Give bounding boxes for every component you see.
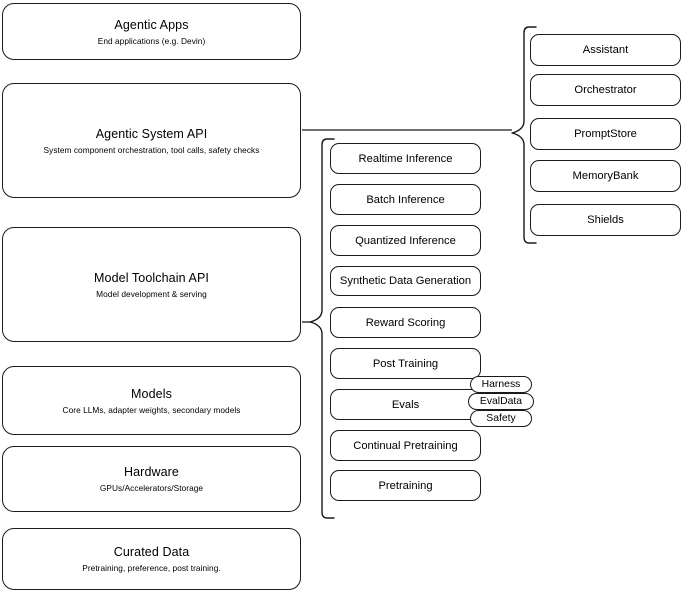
toolchain-item-label: Post Training (372, 357, 439, 370)
eval-pill-evaldata[interactable]: EvalData (468, 393, 534, 410)
eval-pill-label: Safety (486, 413, 516, 424)
toolchain-item-pretraining[interactable]: Pretraining (330, 470, 481, 501)
stack-layer-models[interactable]: Models Core LLMs, adapter weights, secon… (2, 366, 301, 435)
stack-layer-model-toolchain-api[interactable]: Model Toolchain API Model development & … (2, 227, 301, 342)
stack-layer-subtitle: Core LLMs, adapter weights, secondary mo… (62, 404, 241, 415)
stack-layer-subtitle: GPUs/Accelerators/Storage (99, 483, 204, 493)
stack-layer-curated-data[interactable]: Curated Data Pretraining, preference, po… (2, 528, 301, 590)
eval-pill-safety[interactable]: Safety (470, 410, 532, 427)
toolchain-item-label: Synthetic Data Generation (339, 275, 472, 287)
system-component-label: Shields (587, 214, 624, 226)
stack-layer-subtitle: End applications (e.g. Devin) (97, 35, 206, 46)
stack-layer-title: Agentic System API (95, 126, 208, 141)
system-component-label: Assistant (582, 44, 629, 56)
system-component-label: Orchestrator (574, 84, 637, 96)
system-component-label: PromptStore (574, 128, 637, 140)
toolchain-item-synthetic-data-generation[interactable]: Synthetic Data Generation (330, 266, 481, 296)
stack-layer-subtitle: Pretraining, preference, post training. (82, 563, 221, 573)
eval-pill-harness[interactable]: Harness (470, 376, 532, 393)
stack-layer-subtitle: System component orchestration, tool cal… (43, 144, 260, 155)
toolchain-item-label: Reward Scoring (365, 316, 446, 329)
stack-layer-title: Curated Data (113, 545, 190, 559)
toolchain-item-label: Quantized Inference (355, 234, 456, 247)
eval-pill-label: Harness (481, 379, 521, 390)
stack-layer-agentic-apps[interactable]: Agentic Apps End applications (e.g. Devi… (2, 3, 301, 60)
toolchain-item-batch-inference[interactable]: Batch Inference (330, 184, 481, 215)
stack-layer-title: Agentic Apps (114, 17, 189, 32)
stack-layer-hardware[interactable]: Hardware GPUs/Accelerators/Storage (2, 446, 301, 512)
stack-layer-title: Model Toolchain API (94, 270, 209, 285)
toolchain-item-post-training[interactable]: Post Training (330, 348, 481, 379)
toolchain-item-label: Pretraining (378, 479, 433, 492)
toolchain-item-label: Realtime Inference (358, 152, 453, 165)
toolchain-item-continual-pretraining[interactable]: Continual Pretraining (330, 430, 481, 461)
toolchain-item-reward-scoring[interactable]: Reward Scoring (330, 307, 481, 338)
system-component-promptstore[interactable]: PromptStore (530, 118, 681, 150)
toolchain-item-label: Continual Pretraining (353, 439, 458, 452)
system-component-memorybank[interactable]: MemoryBank (530, 160, 681, 192)
stack-layer-title: Hardware (124, 465, 179, 479)
stack-layer-title: Models (131, 386, 172, 401)
toolchain-item-realtime-inference[interactable]: Realtime Inference (330, 143, 481, 174)
system-component-shields[interactable]: Shields (530, 204, 681, 236)
system-component-assistant[interactable]: Assistant (530, 34, 681, 66)
toolchain-item-evals[interactable]: Evals (330, 389, 481, 420)
eval-pill-label: EvalData (479, 396, 523, 407)
toolchain-item-quantized-inference[interactable]: Quantized Inference (330, 225, 481, 256)
stack-layer-subtitle: Model development & serving (96, 288, 207, 299)
system-component-orchestrator[interactable]: Orchestrator (530, 74, 681, 106)
stack-layer-agentic-system-api[interactable]: Agentic System API System component orch… (2, 83, 301, 198)
system-component-label: MemoryBank (572, 170, 639, 182)
toolchain-item-label: Batch Inference (366, 193, 445, 206)
toolchain-item-label: Evals (391, 398, 420, 411)
